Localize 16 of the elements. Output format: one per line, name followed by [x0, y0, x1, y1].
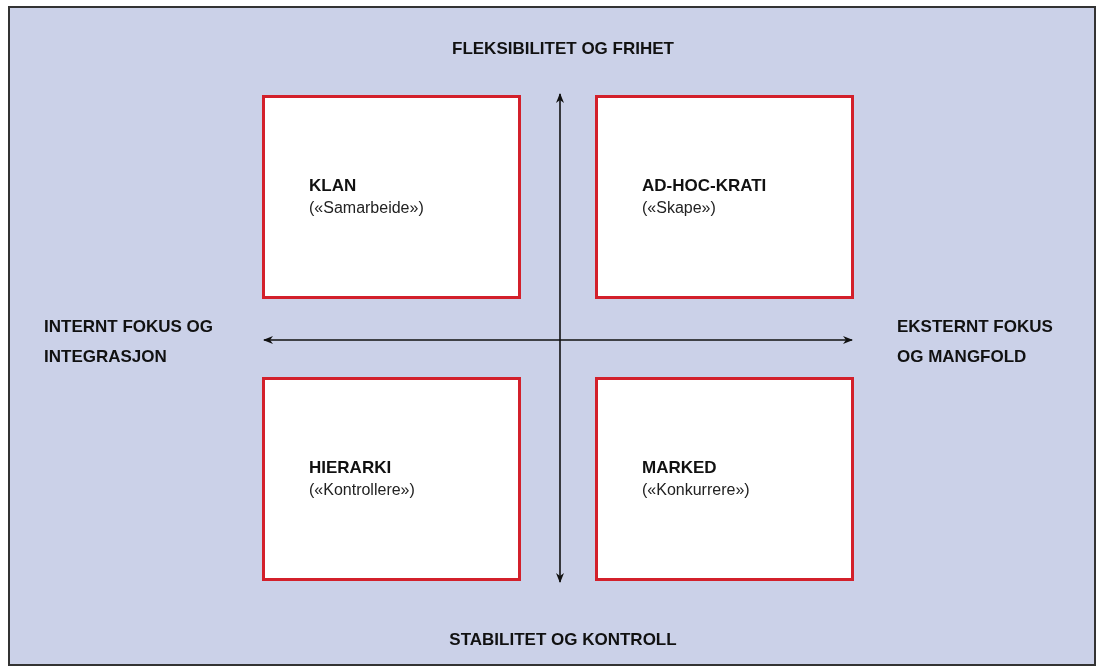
quadrant-subtitle: («Skape») — [642, 199, 716, 217]
quadrant-subtitle: («Samarbeide») — [309, 199, 424, 217]
quadrant-box — [262, 377, 521, 581]
quadrant-title: AD-HOC-KRATI — [642, 176, 767, 196]
quadrant-title: MARKED — [642, 458, 717, 478]
axis-label: INTERNT FOKUS OG INTEGRASJON — [44, 316, 215, 368]
quadrant-title: KLAN — [309, 176, 357, 196]
quadrant-box — [595, 377, 854, 581]
quadrant-title: HIERARKI — [309, 458, 392, 478]
axis-label: STABILITET OG KONTROLL — [448, 629, 678, 651]
quadrant-subtitle: («Konkurrere») — [642, 481, 750, 499]
quadrant-box — [595, 95, 854, 299]
axis-label: EKSTERNT FOKUS OG MANGFOLD — [897, 316, 1054, 368]
axis-label: FLEKSIBILITET OG FRIHET — [451, 38, 675, 60]
quadrant-box — [262, 95, 521, 299]
quadrant-subtitle: («Kontrollere») — [309, 481, 415, 499]
